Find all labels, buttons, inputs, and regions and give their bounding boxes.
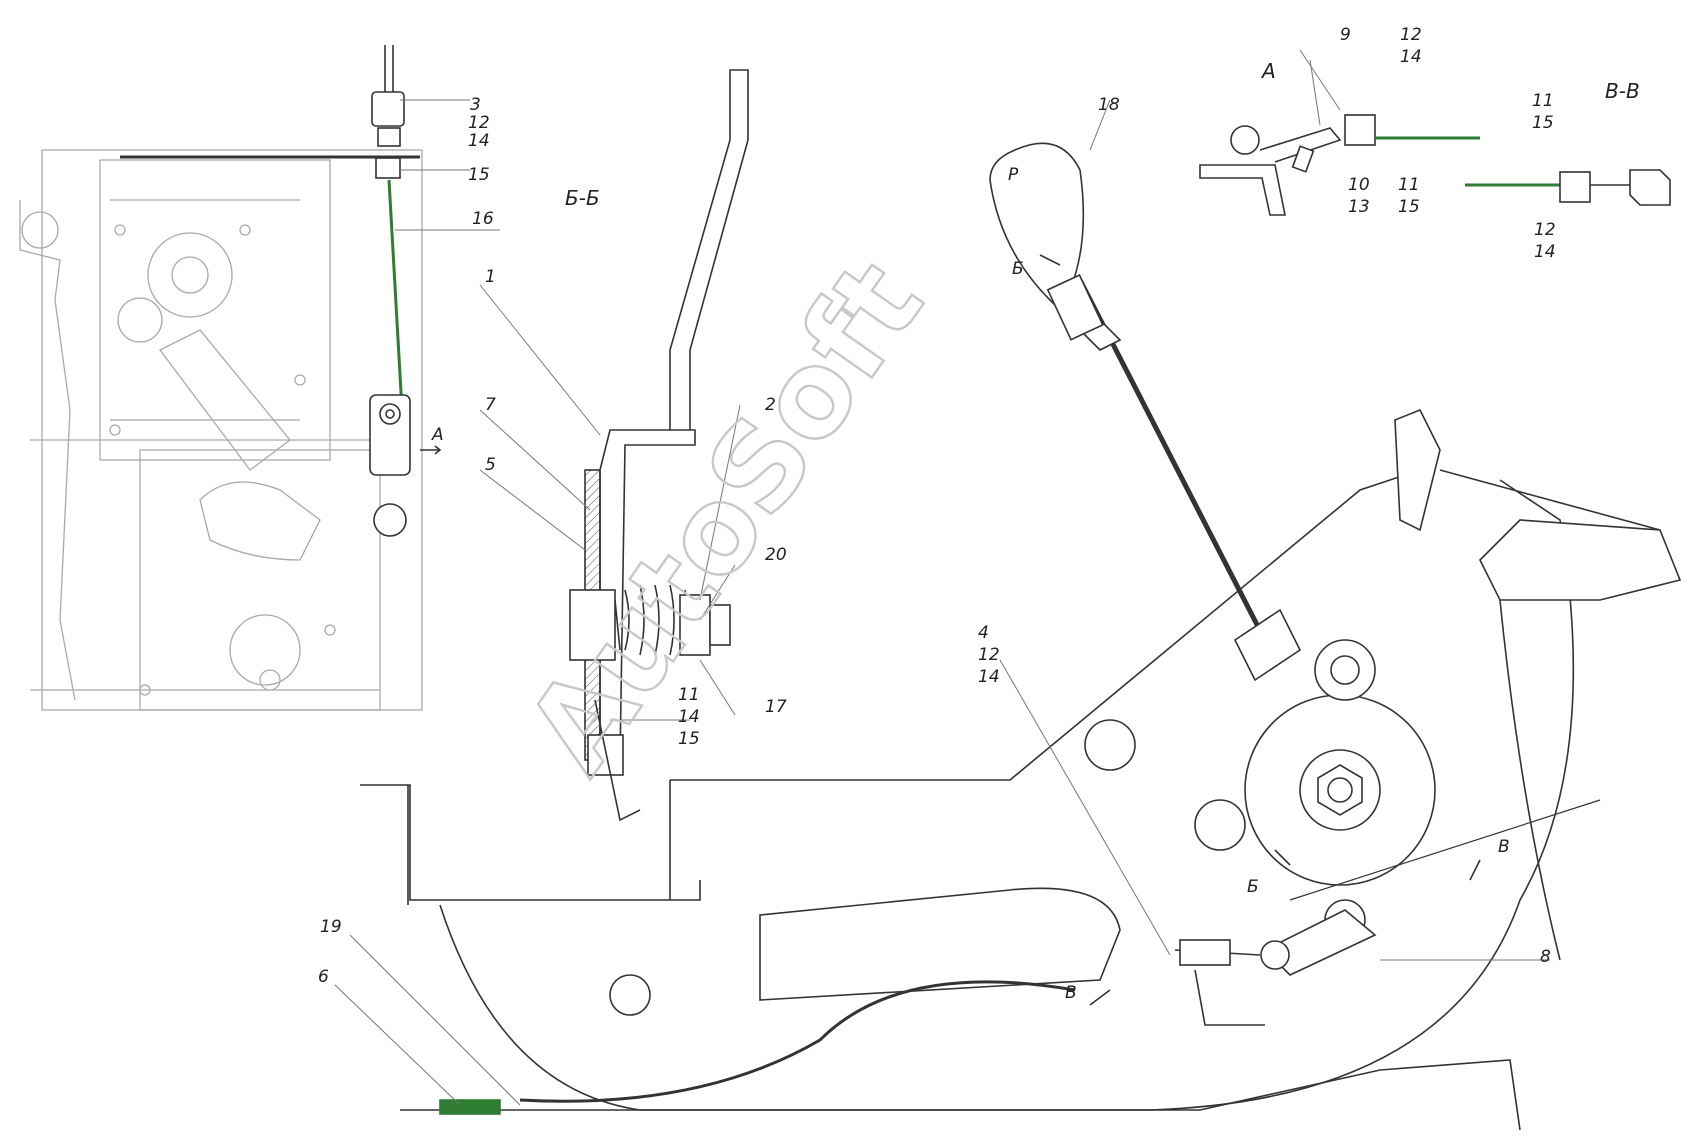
callout-16: 16	[472, 209, 494, 229]
callout-12: 12	[468, 113, 490, 133]
callout-17: 17	[765, 697, 787, 717]
section-label-group: Б-Б В-В А А Б Б В В Р	[431, 59, 1640, 1003]
cut-v-label-1: В	[1498, 837, 1510, 857]
watermark-text: AutoSoft	[500, 236, 950, 796]
carburetor-cable-end	[120, 45, 420, 537]
callout-19: 19	[320, 917, 342, 937]
callout-12d: 12	[1534, 220, 1556, 240]
section-vv-view	[1465, 169, 1671, 206]
section-bb-lever	[569, 69, 749, 822]
view-a-label: А	[1260, 59, 1276, 83]
callout-20: 20	[765, 545, 787, 565]
callout-1: 1	[485, 267, 496, 287]
pedal-bracket	[360, 142, 1682, 1131]
callout-15c: 15	[1398, 197, 1420, 217]
cut-b-mark: Б	[1247, 877, 1259, 897]
callout-12b: 12	[978, 645, 1000, 665]
callout-14e: 14	[1534, 242, 1556, 262]
cut-b-label: Б	[1012, 259, 1024, 279]
carburetor-view	[19, 149, 423, 711]
callout-15d: 15	[1532, 113, 1554, 133]
callout-15: 15	[468, 165, 490, 185]
section-label-vv: В-В	[1605, 79, 1640, 103]
callout-11c: 11	[1532, 91, 1554, 111]
callout-18: 18	[1098, 95, 1120, 115]
callout-10: 10	[1348, 175, 1370, 195]
callout-14d: 14	[1400, 47, 1422, 67]
cut-v-label-2: В	[1065, 983, 1077, 1003]
callout-13: 13	[1348, 197, 1370, 217]
callout-12c: 12	[1400, 25, 1422, 45]
view-a-arrow-label: А	[431, 425, 444, 445]
callout-11b: 11	[1398, 175, 1420, 195]
callout-5: 5	[485, 455, 496, 475]
callout-14: 14	[468, 131, 490, 151]
detail-a-view	[1199, 114, 1480, 216]
callout-4: 4	[978, 623, 989, 643]
callout-14b: 14	[678, 707, 700, 727]
callout-2: 2	[765, 395, 776, 415]
callout-14c: 14	[978, 667, 1000, 687]
callout-7: 7	[485, 395, 496, 415]
callout-15b: 15	[678, 729, 700, 749]
callout-8: 8	[1540, 947, 1551, 967]
leader-lines	[334, 49, 1550, 1106]
callouts: 3 12 14 15 16 1 7 5 2 20 11 14 15 17 18 …	[318, 25, 1556, 987]
knob-letter: Р	[1008, 165, 1019, 185]
callout-11: 11	[678, 685, 700, 705]
section-marks	[420, 254, 1481, 1006]
callout-3: 3	[470, 95, 481, 115]
section-label-bb: Б-Б	[565, 186, 600, 210]
callout-6: 6	[318, 967, 329, 987]
callout-9: 9	[1340, 25, 1351, 45]
